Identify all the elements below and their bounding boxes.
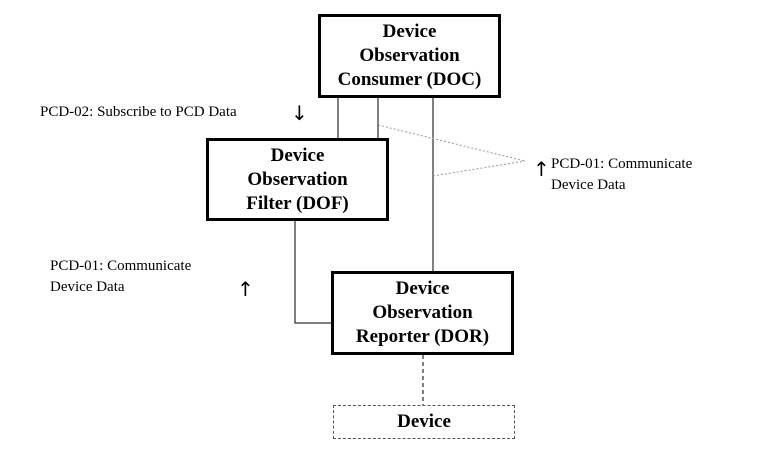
doc-box-line2: Observation [359,45,460,66]
doc-box-line3: Consumer (DOC) [337,69,482,90]
doc-box-line1: Device [382,21,437,42]
doc-box: Device Observation Consumer (DOC) [318,14,501,98]
dor-box-line3: Reporter (DOR) [355,326,490,347]
device-box-label: Device [397,411,451,432]
pcd01-right-line1: PCD-01: Communicate [551,156,693,172]
dor-box: Device Observation Reporter (DOR) [331,271,514,355]
leader-line-doc-dor [432,160,526,177]
pcd02-label: PCD-02: Subscribe to PCD Data [40,102,237,123]
dor-box-line2: Observation [372,302,473,323]
pcd01-right-label: PCD-01: Communicate Device Data [551,154,692,196]
pcd01-left-line2: Device Data [50,279,125,295]
leader-line-doc-dof [377,124,526,162]
up-arrow-icon: ↑ [533,157,550,181]
pcd02-label-text: PCD-02: Subscribe to PCD Data [40,104,237,120]
dor-box-line1: Device [395,278,450,299]
pcd01-left-label: PCD-01: Communicate Device Data [50,256,191,298]
pcd01-right-line2: Device Data [551,177,626,193]
dof-box-line2: Observation [247,168,348,190]
up-arrow-icon: ↑ [237,277,254,301]
pcd01-left-line1: PCD-01: Communicate [50,258,192,274]
down-arrow-icon: ↓ [291,101,308,125]
dof-box-line1: Device [270,144,325,166]
device-box: Device [333,405,515,439]
dof-box-line3: Filter (DOF) [246,192,349,214]
dof-box: Device Observation Filter (DOF) [206,138,389,221]
connector-dof-dor [294,221,331,324]
